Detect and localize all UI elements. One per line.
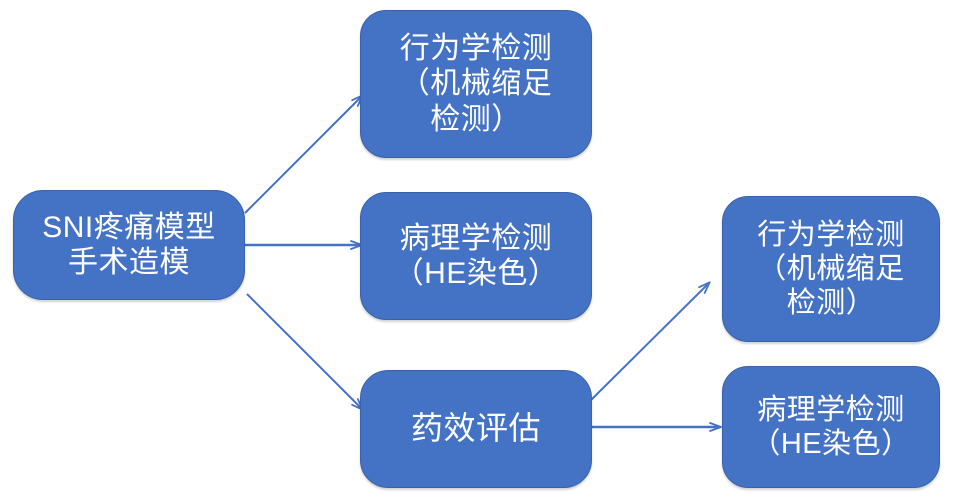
node-pathology-test-right[interactable]: 病理学检测 （HE染色）: [722, 366, 940, 488]
edge-sni-to-behavior-top: [244, 94, 364, 214]
node-efficacy-evaluation[interactable]: 药效评估: [360, 370, 592, 488]
node-pathology-test-right-label: 病理学检测 （HE染色）: [751, 393, 911, 460]
node-sni-pain-model[interactable]: SNI疼痛模型 手术造模: [13, 190, 245, 300]
node-behavior-test-top-label: 行为学检测 （机械缩足 检测）: [399, 31, 553, 136]
edge-sni-to-efficacy: [246, 293, 364, 411]
node-behavior-test-right[interactable]: 行为学检测 （机械缩足 检测）: [722, 196, 940, 342]
node-pathology-test-middle-label: 病理学检测 （HE染色）: [393, 221, 559, 290]
edge-efficacy-to-behavior-right: [590, 281, 711, 401]
node-behavior-test-right-label: 行为学检测 （机械缩足 检测）: [757, 218, 905, 320]
node-pathology-test-middle[interactable]: 病理学检测 （HE染色）: [360, 192, 592, 320]
node-efficacy-evaluation-label: 药效评估: [410, 410, 541, 447]
node-behavior-test-top[interactable]: 行为学检测 （机械缩足 检测）: [360, 10, 592, 158]
node-sni-pain-model-label: SNI疼痛模型 手术造模: [42, 210, 216, 279]
